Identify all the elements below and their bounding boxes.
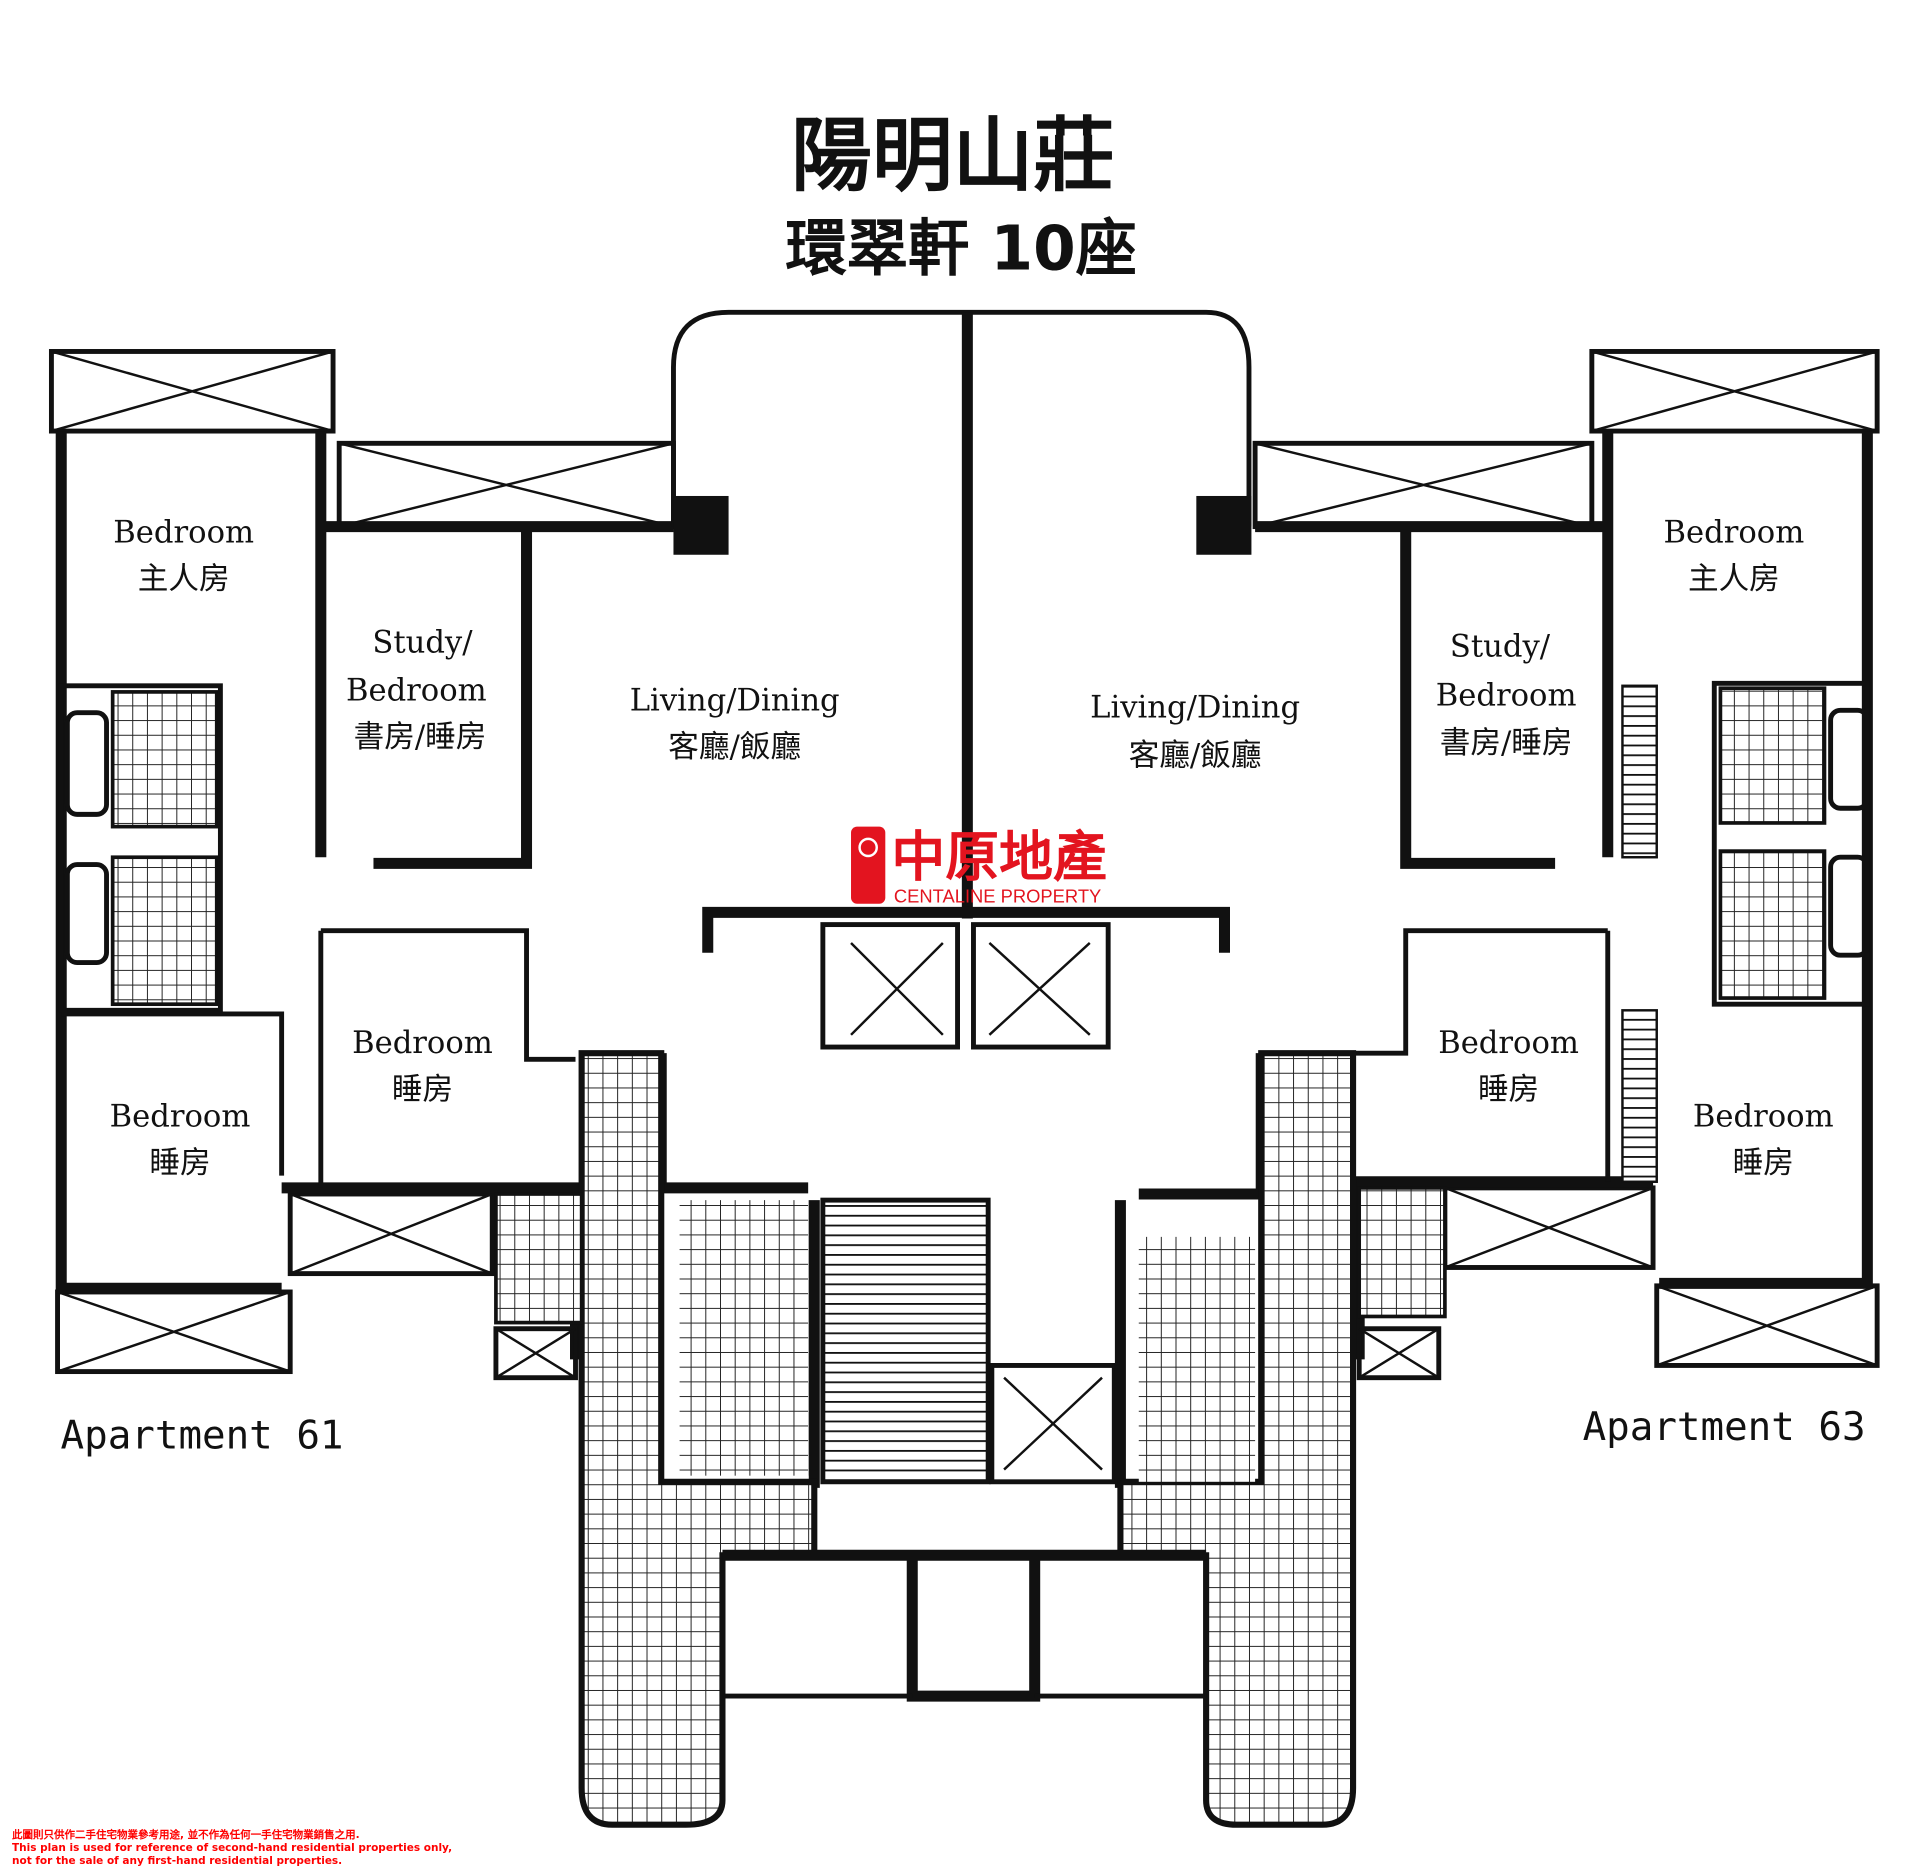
estate-title: 陽明山莊 xyxy=(791,110,1114,204)
room-living-en: Living/Dining xyxy=(1090,691,1300,726)
apartment-63-label: Apartment 63 xyxy=(1583,1405,1866,1450)
room-master-bedroom-zh: 主人房 xyxy=(138,562,230,597)
logo-english: CENTALINE PROPERTY xyxy=(894,886,1101,907)
room-bedroom-outer-zh: 睡房 xyxy=(1733,1146,1794,1181)
apartment-61-plan xyxy=(48,349,676,1375)
room-study-en2: Bedroom xyxy=(1436,678,1577,713)
disclaimer-en-2: not for the sale of any first-hand resid… xyxy=(12,1855,343,1867)
room-master-bedroom-en: Bedroom xyxy=(113,516,254,551)
room-study-en1: Study/ xyxy=(372,626,473,661)
room-master-bedroom-en: Bedroom xyxy=(1664,516,1805,551)
centaline-logo: 中原地產 CENTALINE PROPERTY xyxy=(851,826,1107,907)
room-bedroom-inner-en: Bedroom xyxy=(352,1026,493,1061)
room-living-zh: 客廳/飯廳 xyxy=(1129,738,1262,773)
room-master-bedroom-zh: 主人房 xyxy=(1688,562,1780,597)
logo-chinese: 中原地產 xyxy=(891,826,1106,889)
central-core-plan xyxy=(493,309,1447,1828)
room-bedroom-inner-zh: 睡房 xyxy=(392,1073,453,1108)
disclaimer-zh: 此圖則只供作二手住宅物業參考用途, 並不作為任何一手住宅物業銷售之用. xyxy=(12,1829,360,1841)
room-study-en2: Bedroom xyxy=(346,673,487,708)
room-living-zh: 客廳/飯廳 xyxy=(668,730,801,765)
room-bedroom-outer-zh: 睡房 xyxy=(149,1146,210,1181)
room-living-en: Living/Dining xyxy=(630,683,840,718)
room-bedroom-outer-en: Bedroom xyxy=(1693,1100,1834,1135)
block-title: 環翠軒 10座 xyxy=(786,213,1137,284)
room-study-zh: 書房/睡房 xyxy=(1440,726,1573,761)
disclaimer: 此圖則只供作二手住宅物業參考用途, 並不作為任何一手住宅物業銷售之用. This… xyxy=(12,1829,452,1868)
room-bedroom-outer-en: Bedroom xyxy=(110,1100,251,1135)
disclaimer-en-1: This plan is used for reference of secon… xyxy=(12,1842,453,1854)
room-study-zh: 書房/睡房 xyxy=(354,720,487,755)
apartment-63-plan xyxy=(1252,349,1880,1368)
room-bedroom-inner-zh: 睡房 xyxy=(1478,1073,1539,1108)
room-bedroom-inner-en: Bedroom xyxy=(1438,1026,1579,1061)
apartment-61-label: Apartment 61 xyxy=(61,1414,344,1459)
room-study-en1: Study/ xyxy=(1450,629,1551,664)
